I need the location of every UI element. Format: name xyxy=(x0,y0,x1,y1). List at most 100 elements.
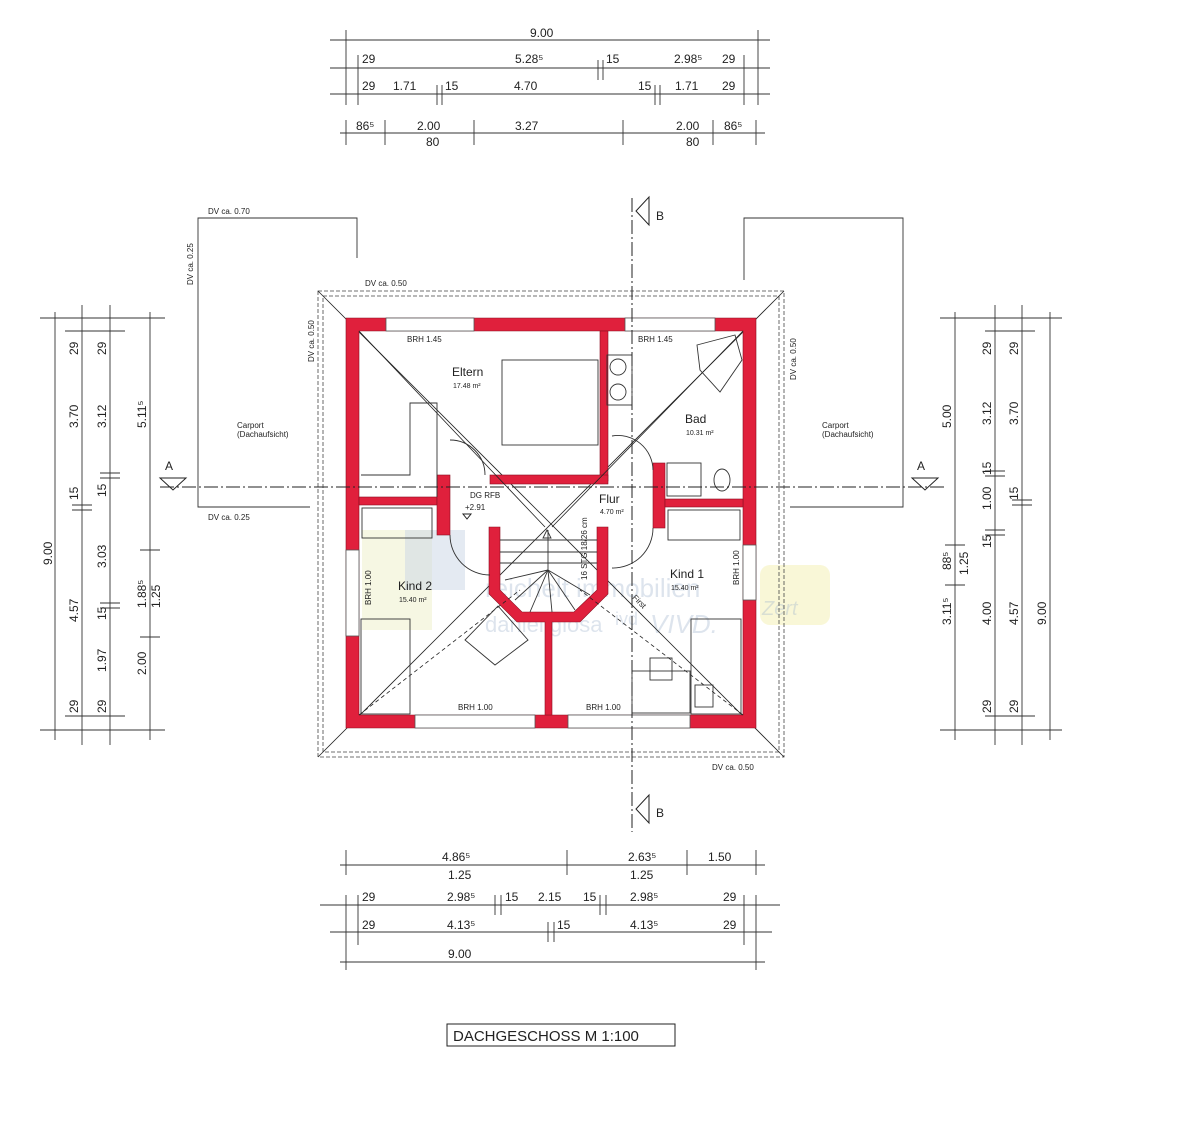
dim-label: 80 xyxy=(426,135,440,149)
dim-label: 15 xyxy=(980,461,994,475)
brh-label: BRH 1.00 xyxy=(586,703,621,712)
watermark-text: VIVD. xyxy=(650,609,718,639)
dim-label: 4.13⁵ xyxy=(447,918,475,932)
carport-left: DV ca. 0.70 DV ca. 0.25 DV ca. 0.25 Carp… xyxy=(186,207,358,522)
brh-label: BRH 1.00 xyxy=(732,550,741,585)
windows xyxy=(345,317,757,729)
dim-label: 29 xyxy=(980,699,994,713)
dv-label: DV ca. 0.25 xyxy=(208,513,250,522)
dim-label: 9.00 xyxy=(41,541,55,565)
section-a-marker xyxy=(910,477,940,491)
wardrobe xyxy=(361,507,433,539)
dim-label: 15 xyxy=(638,79,652,93)
dim-label: 29 xyxy=(362,79,376,93)
dim-label: 2.00 xyxy=(135,651,149,675)
washbasins xyxy=(606,354,633,406)
dim-label: 4.13⁵ xyxy=(630,918,658,932)
brh-label: BRH 1.00 xyxy=(458,703,493,712)
section-a-label: A xyxy=(165,459,173,473)
level-label: DG RFB xyxy=(470,491,500,500)
room-name-kind2: Kind 2 xyxy=(398,579,432,593)
dim-label: 2.63⁵ xyxy=(628,850,656,864)
dim-label: 15 xyxy=(95,483,109,497)
dim-label: 29 xyxy=(722,52,736,66)
door-swing xyxy=(611,527,654,569)
window xyxy=(742,544,757,601)
section-b-label: B xyxy=(656,209,664,223)
dim-label: 29 xyxy=(980,341,994,355)
watermark: reichelt immobilien daniel giosa ivd VIV… xyxy=(362,530,830,639)
dim-label: 29 xyxy=(362,890,376,904)
room-area-eltern: 17.48 m² xyxy=(453,383,481,390)
drawing-title: DACHGESCHOSS M 1:100 xyxy=(446,1023,676,1047)
bed xyxy=(690,618,742,715)
walls xyxy=(345,317,757,729)
dim-label: 4.00 xyxy=(980,601,994,625)
dim-label: 4.86⁵ xyxy=(442,850,470,864)
bathtub xyxy=(696,334,743,393)
brh-label: BRH 1.00 xyxy=(364,570,373,605)
dv-label: DV ca. 0.50 xyxy=(307,320,316,362)
dim-label: 9.00 xyxy=(448,947,472,961)
dim-label: 3.03 xyxy=(95,544,109,568)
dimensions-left: 9.00 29 3.70 15 4.57 29 29 3.12 15 3.03 … xyxy=(40,305,165,745)
dim-label: 29 xyxy=(95,341,109,355)
staircase xyxy=(500,528,597,613)
desk xyxy=(631,670,691,714)
dim-label: 86⁵ xyxy=(356,119,374,133)
dim-label: 15 xyxy=(505,890,519,904)
section-lines: A A B B xyxy=(158,195,945,832)
dim-label: 29 xyxy=(67,341,81,355)
dim-label: 15 xyxy=(583,890,597,904)
dim-label: 15 xyxy=(67,486,81,500)
dim-label: 3.12 xyxy=(95,404,109,428)
dim-label: 3.70 xyxy=(67,404,81,428)
stairs-label: 16 STG 18/26 cm xyxy=(580,517,589,580)
carport-right: Carport (Dachaufsicht) xyxy=(743,217,904,508)
room-area-flur: 4.70 m² xyxy=(600,509,624,516)
dim-label: 15 xyxy=(95,606,109,620)
dimensions-right: 5.00 88⁵ 3.11⁵ 1.25 29 3.12 15 1.00 15 4… xyxy=(940,305,1062,745)
dim-label: 4.57 xyxy=(1007,601,1021,625)
dim-label: 2.15 xyxy=(538,890,562,904)
dim-label: 3.12 xyxy=(980,401,994,425)
dv-label: DV ca. 0.50 xyxy=(789,338,798,380)
dim-label: 80 xyxy=(686,135,700,149)
dv-label: DV ca. 0.25 xyxy=(186,243,195,285)
dim-label: 15 xyxy=(1007,486,1021,500)
carport-label: Carport xyxy=(237,421,264,430)
dim-label: 15 xyxy=(557,918,571,932)
window xyxy=(345,549,360,637)
wardrobe xyxy=(667,509,741,541)
roof-overhang: DV ca. 0.50 DV ca. 0.50 DV ca. 0.50 DV c… xyxy=(307,279,798,772)
section-b-marker xyxy=(635,793,650,825)
window xyxy=(624,317,716,332)
dim-label: 4.70 xyxy=(514,79,538,93)
carport-sublabel: (Dachaufsicht) xyxy=(822,430,874,439)
section-b-marker xyxy=(635,195,650,227)
dim-label: 15 xyxy=(980,534,994,548)
dim-label: 3.27 xyxy=(515,119,539,133)
dimensions-top: 9.00 29 5.28⁵ 15 2.98⁵ 29 29 1.71 15 4.7… xyxy=(330,26,770,149)
shower xyxy=(666,462,702,497)
room-area-bad: 10.31 m² xyxy=(686,430,714,437)
dim-label: 5.00 xyxy=(940,404,954,428)
desk xyxy=(464,605,529,666)
dim-label: 29 xyxy=(1007,699,1021,713)
window xyxy=(414,714,536,729)
dim-label: 1.50 xyxy=(708,850,732,864)
door-swing xyxy=(449,439,486,476)
dim-label: 4.57 xyxy=(67,598,81,622)
bed xyxy=(360,618,411,715)
dim-label: 2.00 xyxy=(676,119,700,133)
dim-label: 5.28⁵ xyxy=(515,52,543,66)
brh-label: BRH 1.45 xyxy=(638,335,673,344)
bed xyxy=(501,359,599,446)
section-b-label: B xyxy=(656,806,664,820)
toilet xyxy=(713,468,731,492)
window xyxy=(385,317,475,332)
room-name-bad: Bad xyxy=(685,412,706,426)
door-swing xyxy=(449,534,491,576)
dim-label: 29 xyxy=(1007,341,1021,355)
